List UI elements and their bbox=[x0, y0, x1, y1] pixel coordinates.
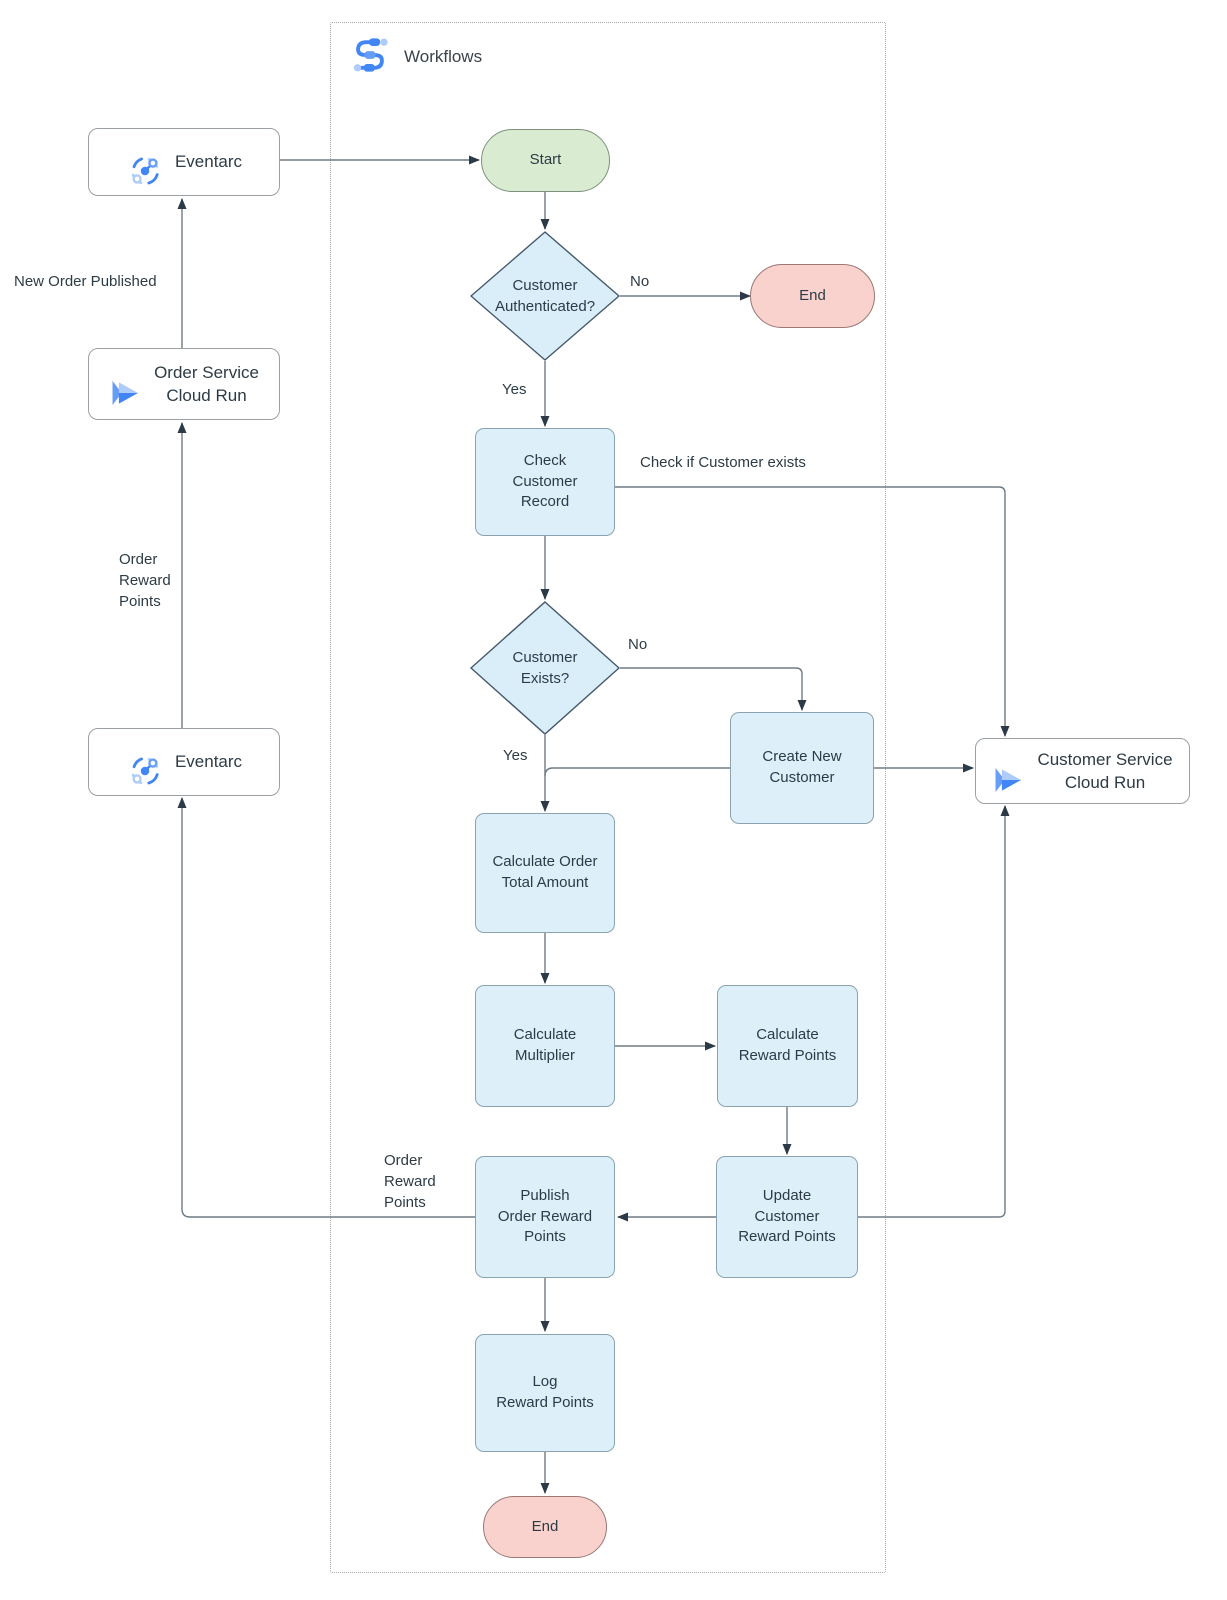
node-publish-order-reward-points: Publish Order Reward Points bbox=[475, 1156, 615, 1278]
node-log-reward-points: Log Reward Points bbox=[475, 1334, 615, 1452]
node-customer-service-cloud-run: Customer Service Cloud Run bbox=[975, 738, 1190, 804]
cloud-run-icon bbox=[109, 352, 143, 416]
node-label: Customer Authenticated? bbox=[494, 277, 596, 315]
node-label: Eventarc bbox=[174, 752, 243, 772]
node-end-bottom: End bbox=[483, 1496, 607, 1558]
node-order-service-cloud-run: Order Service Cloud Run bbox=[88, 348, 280, 420]
node-label: Customer Service Cloud Run bbox=[1037, 749, 1173, 792]
edge-publish-to-eventarc bbox=[177, 797, 475, 1218]
node-create-new-customer: Create New Customer bbox=[730, 712, 874, 824]
node-calculate-multiplier: Calculate Multiplier bbox=[475, 985, 615, 1107]
node-label: Eventarc bbox=[174, 152, 243, 172]
node-eventarc-bottom: Eventarc bbox=[88, 728, 280, 796]
node-end-top: End bbox=[750, 264, 875, 328]
node-label: Order Service Cloud Run bbox=[154, 362, 259, 405]
edge-label-new-order-published: New Order Published bbox=[14, 273, 157, 290]
node-calculate-reward-points: Calculate Reward Points bbox=[717, 985, 858, 1107]
edge-label-exists-no: No bbox=[628, 636, 648, 653]
node-calculate-order-total: Calculate Order Total Amount bbox=[475, 813, 615, 933]
node-customer-exists-decision: Customer Exists? bbox=[470, 601, 620, 735]
workflows-icon bbox=[348, 33, 392, 77]
node-eventarc-top: Eventarc bbox=[88, 128, 280, 196]
edge-update-to-customer-service bbox=[858, 805, 1010, 1218]
edge-label-exists-yes: Yes bbox=[503, 747, 528, 764]
edge-label-check-if-customer-exists: Check if Customer exists bbox=[640, 454, 806, 471]
edge-label-order-reward-points-left: Order Reward Points bbox=[119, 551, 171, 610]
workflows-container-frame bbox=[330, 22, 886, 1573]
edge-exists-no-to-create bbox=[620, 667, 807, 711]
cloud-run-icon bbox=[992, 739, 1026, 803]
edge-create-merge-to-flow bbox=[544, 767, 730, 777]
eventarc-icon bbox=[126, 128, 164, 196]
node-update-customer-reward-points: Update Customer Reward Points bbox=[716, 1156, 858, 1278]
edge-check-to-customer-service bbox=[615, 486, 1010, 737]
node-check-customer-record: Check Customer Record bbox=[475, 428, 615, 536]
edge-label-order-reward-points-publish: Order Reward Points bbox=[384, 1152, 436, 1211]
node-start: Start bbox=[481, 129, 610, 192]
node-label: Customer Exists? bbox=[512, 649, 578, 687]
workflows-container-title: Workflows bbox=[404, 47, 483, 66]
edge-label-auth-yes: Yes bbox=[502, 381, 527, 398]
node-customer-authenticated-decision: Customer Authenticated? bbox=[470, 231, 620, 361]
edge-label-auth-no: No bbox=[630, 273, 650, 290]
eventarc-icon bbox=[126, 728, 164, 796]
